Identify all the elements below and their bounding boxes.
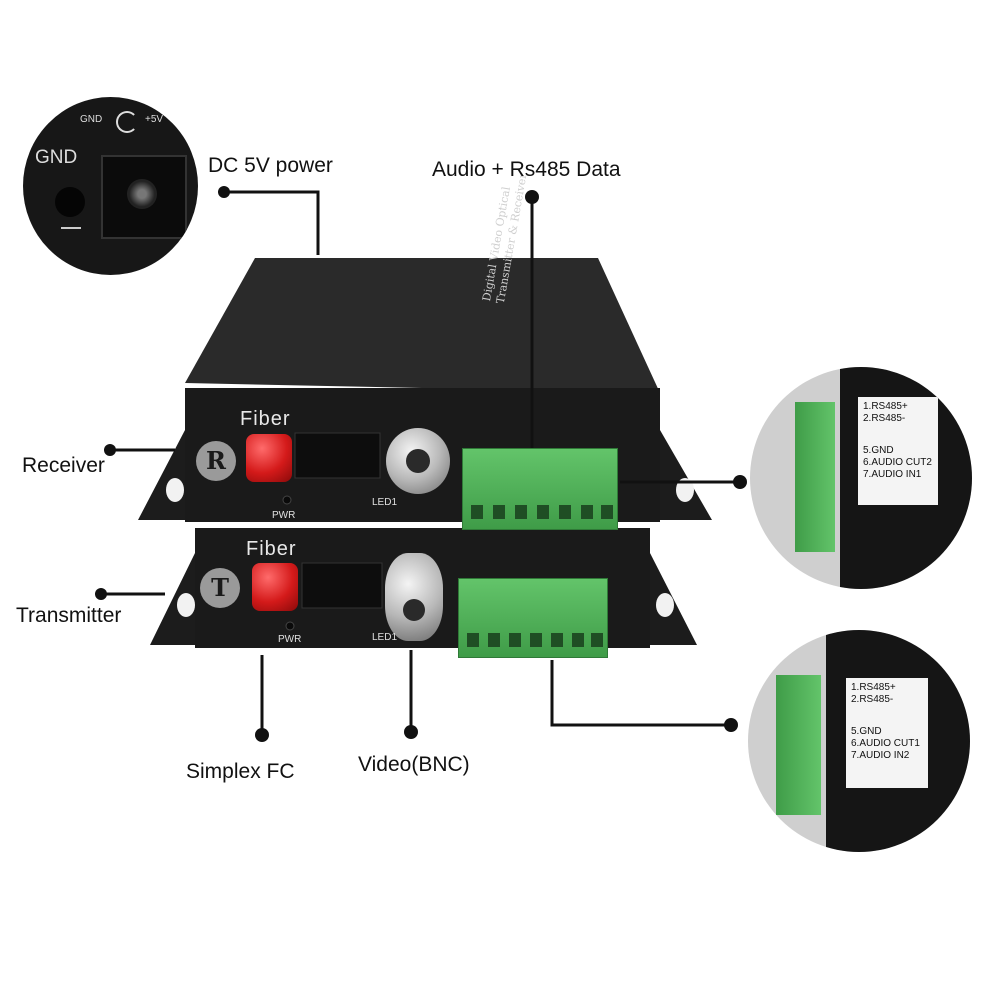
- pin-label: 2.RS485-: [863, 413, 906, 424]
- polarity-icon: [116, 111, 138, 133]
- pin-label: 6.AUDIO CUT2: [863, 457, 932, 468]
- callout-dot: [218, 186, 230, 198]
- video-bnc-callout: Video(BNC): [358, 753, 470, 776]
- terminal-slot: [530, 633, 542, 647]
- transmitter-left-bracket: [150, 553, 195, 645]
- pin-label: 2.RS485-: [851, 694, 894, 705]
- leader-line-transmitter-zoom: [550, 660, 730, 727]
- transmitter-bnc-center: [403, 599, 425, 621]
- receiver-pwr-led: [282, 495, 292, 505]
- terminal-slot: [509, 633, 521, 647]
- terminal-slot: [572, 633, 584, 647]
- receiver-pin-sticker: 1.RS485+ 2.RS485- 5.GND 6.AUDIO CUT2 7.A…: [858, 397, 938, 505]
- receiver-bnc-connector[interactable]: [386, 428, 450, 494]
- transmitter-pwr-label: PWR: [278, 634, 302, 645]
- simplex-fc-callout: Simplex FC: [186, 760, 295, 783]
- receiver-fiber-cap: [246, 434, 292, 482]
- terminal-slot: [488, 633, 500, 647]
- pin-label: 5.GND: [851, 726, 882, 737]
- transmitter-fiber-cap: [252, 563, 298, 611]
- receiver-pwr-label: PWR: [272, 510, 296, 521]
- terminal-slot: [559, 505, 571, 519]
- inset-terminal: [776, 675, 821, 815]
- receiver-callout: Receiver: [22, 454, 105, 477]
- transmitter-bnc-connector[interactable]: [385, 553, 443, 641]
- receiver-pinout-inset: 1.RS485+ 2.RS485- 5.GND 6.AUDIO CUT2 7.A…: [750, 367, 972, 589]
- callout-dot: [95, 588, 107, 600]
- terminal-slot: [471, 505, 483, 519]
- receiver-fiber-slot: [294, 432, 381, 479]
- receiver-led-label: LED1: [372, 497, 398, 508]
- gnd-large-label: GND: [35, 147, 78, 168]
- receiver-left-bracket: [138, 430, 185, 520]
- terminal-slot: [537, 505, 549, 519]
- leader-line-dc-power: [220, 190, 320, 255]
- receiver-bnc-center: [406, 449, 430, 473]
- inset-terminal: [795, 402, 835, 552]
- receiver-right-bracket: [660, 430, 712, 520]
- transmitter-fiber-label: Fiber: [246, 538, 297, 560]
- transmitter-pwr-led: [285, 621, 295, 631]
- bracket-hole: [656, 593, 674, 617]
- terminal-slot: [493, 505, 505, 519]
- receiver-terminal-block[interactable]: [462, 448, 618, 530]
- bracket-hole: [166, 478, 184, 502]
- terminal-slot: [591, 633, 603, 647]
- terminal-slot: [601, 505, 613, 519]
- pin-label: 5.GND: [863, 445, 894, 456]
- receiver-fiber-label: Fiber: [240, 408, 291, 430]
- bracket-hole: [177, 593, 195, 617]
- callout-dot: [404, 725, 418, 739]
- transmitter-badge: T: [200, 568, 240, 608]
- gnd-screw-hole: [55, 187, 85, 217]
- terminal-slot: [515, 505, 527, 519]
- pin-label: 1.RS485+: [863, 401, 908, 412]
- dc-jack-pin: [127, 179, 157, 209]
- pin-label: 7.AUDIO IN2: [851, 750, 910, 761]
- pin-label: 6.AUDIO CUT1: [851, 738, 920, 749]
- transmitter-fiber-slot: [301, 562, 383, 609]
- callout-dot: [255, 728, 269, 742]
- transmitter-led-label: LED1: [372, 632, 398, 643]
- transmitter-pinout-inset: 1.RS485+ 2.RS485- 5.GND 6.AUDIO CUT1 7.A…: [748, 630, 970, 852]
- plus5v-label: +5V: [145, 114, 164, 125]
- gnd-small-label: GND: [80, 114, 103, 125]
- callout-dot: [104, 444, 116, 456]
- pin-label: 7.AUDIO IN1: [863, 469, 922, 480]
- transmitter-pin-sticker: 1.RS485+ 2.RS485- 5.GND 6.AUDIO CUT1 7.A…: [846, 678, 928, 788]
- callout-dot: [525, 190, 539, 204]
- terminal-slot: [581, 505, 593, 519]
- pin-label: 1.RS485+: [851, 682, 896, 693]
- callout-dot: [733, 475, 747, 489]
- transmitter-terminal-block[interactable]: [458, 578, 608, 658]
- transmitter-right-bracket: [650, 553, 697, 645]
- transmitter-callout: Transmitter: [16, 604, 122, 627]
- receiver-badge: R: [196, 441, 236, 481]
- terminal-slot: [551, 633, 563, 647]
- callout-dot: [724, 718, 738, 732]
- dc-power-callout: DC 5V power: [208, 154, 333, 177]
- ground-icon: [61, 227, 81, 243]
- bracket-hole: [676, 478, 694, 502]
- receiver-top-surface: [185, 258, 660, 393]
- audio-data-callout: Audio + Rs485 Data: [432, 158, 621, 181]
- power-jack-inset: GND +5V GND: [23, 97, 198, 275]
- terminal-slot: [467, 633, 479, 647]
